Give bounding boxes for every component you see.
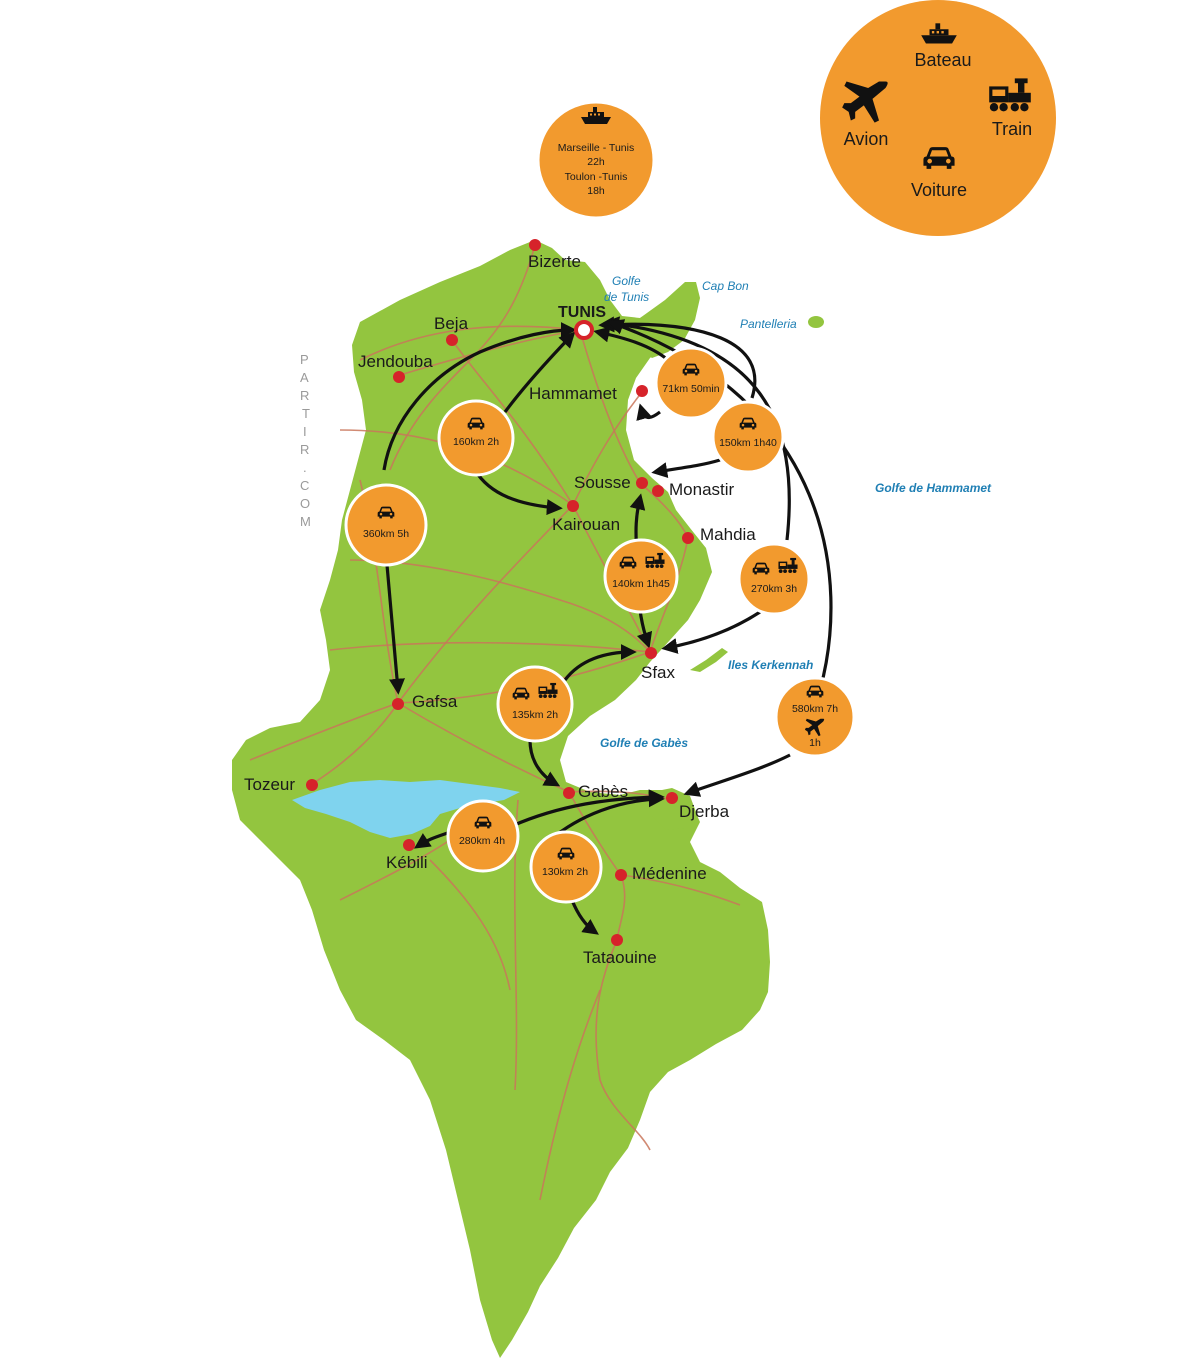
chott-el-djerid-lake <box>292 780 520 838</box>
city-dot-kebili <box>403 839 415 851</box>
city-label-beja: Beja <box>434 314 469 333</box>
badge-label: 580km 7h <box>792 703 838 715</box>
sea-label-golfe-hammamet: Golfe de Hammamet <box>875 481 992 495</box>
ferry-line-2: 22h <box>587 156 605 168</box>
badge-tunis-hammamet: 71km 50min <box>654 346 728 420</box>
sea-label-golfe-gabes: Golfe de Gabès <box>600 736 688 750</box>
credit-letter: T <box>302 406 311 421</box>
credit-letter: M <box>300 514 312 529</box>
city-dot-sfax <box>645 647 657 659</box>
sea-labels: Golfe de Tunis Cap Bon Pantelleria Golfe… <box>600 274 992 750</box>
legend-train-label: Train <box>992 119 1032 139</box>
pantelleria-island <box>808 316 824 328</box>
city-label-jendouba: Jendouba <box>358 352 433 371</box>
badge-gabes-kebili: 280km 4h <box>446 799 520 873</box>
city-dot-kairouan <box>567 500 579 512</box>
credit-letter: P <box>300 352 310 367</box>
ferry-line-3: Toulon -Tunis <box>565 171 628 183</box>
badge-tunis-sfax: 270km 3h <box>737 542 811 616</box>
badge-tunis-djerba: 580km 7h 1h <box>774 676 856 758</box>
ferry-line-1: Marseille - Tunis <box>558 142 634 154</box>
route-badges: 71km 50min 150km 1h40 160km 2h 360km 5h … <box>344 346 856 904</box>
badge-label: 135km 2h <box>512 709 558 721</box>
badge-djerba-tataouine: 130km 2h <box>529 830 603 904</box>
city-label-gafsa: Gafsa <box>412 692 458 711</box>
badge-label: 150km 1h40 <box>719 437 777 449</box>
legend-circle <box>820 0 1056 236</box>
badge-tunis-gafsa: 360km 5h <box>344 483 428 567</box>
credit-letter: O <box>300 496 311 511</box>
city-label-gabes: Gabès <box>578 782 628 801</box>
legend-plane-label: Avion <box>844 129 889 149</box>
badge-label: 160km 2h <box>453 436 499 448</box>
city-dot-mahdia <box>682 532 694 544</box>
badge-sousse-sfax: 140km 1h45 <box>603 538 679 614</box>
badge-label: 360km 5h <box>363 528 409 540</box>
road-network <box>249 244 741 1201</box>
badge-label: 270km 3h <box>751 583 797 595</box>
city-label-monastir: Monastir <box>669 480 735 499</box>
city-label-djerba: Djerba <box>679 802 730 821</box>
badge-tunis-sousse: 150km 1h40 <box>711 400 785 474</box>
city-dot-hammamet <box>636 385 648 397</box>
badge-label: 140km 1h45 <box>612 578 670 590</box>
sea-label-cap-bon: Cap Bon <box>702 279 749 293</box>
badge-label: 130km 2h <box>542 866 588 878</box>
city-dot-tunis <box>574 320 594 340</box>
credit-letter: . <box>303 460 308 475</box>
city-dot-gafsa <box>392 698 404 710</box>
site-credit: P A R T I R . C O M <box>300 352 312 529</box>
city-dot-gabes <box>563 787 575 799</box>
badge-label: 280km 4h <box>459 835 505 847</box>
city-label-sousse: Sousse <box>574 473 631 492</box>
sea-label-pantelleria: Pantelleria <box>740 317 797 331</box>
legend-boat-label: Bateau <box>914 50 971 70</box>
city-label-medenine: Médenine <box>632 864 707 883</box>
city-labels: Bizerte TUNIS Beja Jendouba Hammamet Sou… <box>244 252 756 967</box>
city-dot-tataouine <box>611 934 623 946</box>
badge-label: 71km 50min <box>662 383 719 395</box>
city-dot-medenine <box>615 869 627 881</box>
city-label-sfax: Sfax <box>641 663 676 682</box>
city-dot-sousse <box>636 477 648 489</box>
city-markers <box>306 239 694 946</box>
city-dot-djerba <box>666 792 678 804</box>
route-arrows <box>382 316 833 935</box>
credit-letter: R <box>300 442 310 457</box>
badge-sfax-gabes: 135km 2h <box>496 665 574 743</box>
city-label-kebili: Kébili <box>386 853 428 872</box>
credit-letter: R <box>300 388 310 403</box>
city-dot-jendouba <box>393 371 405 383</box>
badge-tunis-kairouan: 160km 2h <box>437 399 515 477</box>
ferry-badge: Marseille - Tunis 22h Toulon -Tunis 18h <box>536 100 656 220</box>
badge-label: 1h <box>809 737 821 749</box>
city-dot-monastir <box>652 485 664 497</box>
city-dot-tozeur <box>306 779 318 791</box>
sea-label-golfe-tunis-2: de Tunis <box>604 290 649 304</box>
kerkennah-island <box>690 648 728 672</box>
ferry-line-4: 18h <box>587 185 605 197</box>
city-label-kairouan: Kairouan <box>552 515 620 534</box>
transport-legend: Bateau Avion Train Voiture <box>820 0 1056 236</box>
city-label-bizerte: Bizerte <box>528 252 581 271</box>
credit-letter: I <box>303 424 308 439</box>
city-label-mahdia: Mahdia <box>700 525 756 544</box>
city-label-hammamet: Hammamet <box>529 384 617 403</box>
city-dot-beja <box>446 334 458 346</box>
city-label-tozeur: Tozeur <box>244 775 295 794</box>
legend-car-label: Voiture <box>911 180 967 200</box>
credit-letter: C <box>300 478 310 493</box>
city-label-tataouine: Tataouine <box>583 948 657 967</box>
sea-label-kerkennah: Iles Kerkennah <box>728 658 813 672</box>
credit-letter: A <box>300 370 310 385</box>
sea-label-golfe-tunis-1: Golfe <box>612 274 641 288</box>
city-label-tunis: TUNIS <box>558 304 606 321</box>
city-dot-bizerte <box>529 239 541 251</box>
